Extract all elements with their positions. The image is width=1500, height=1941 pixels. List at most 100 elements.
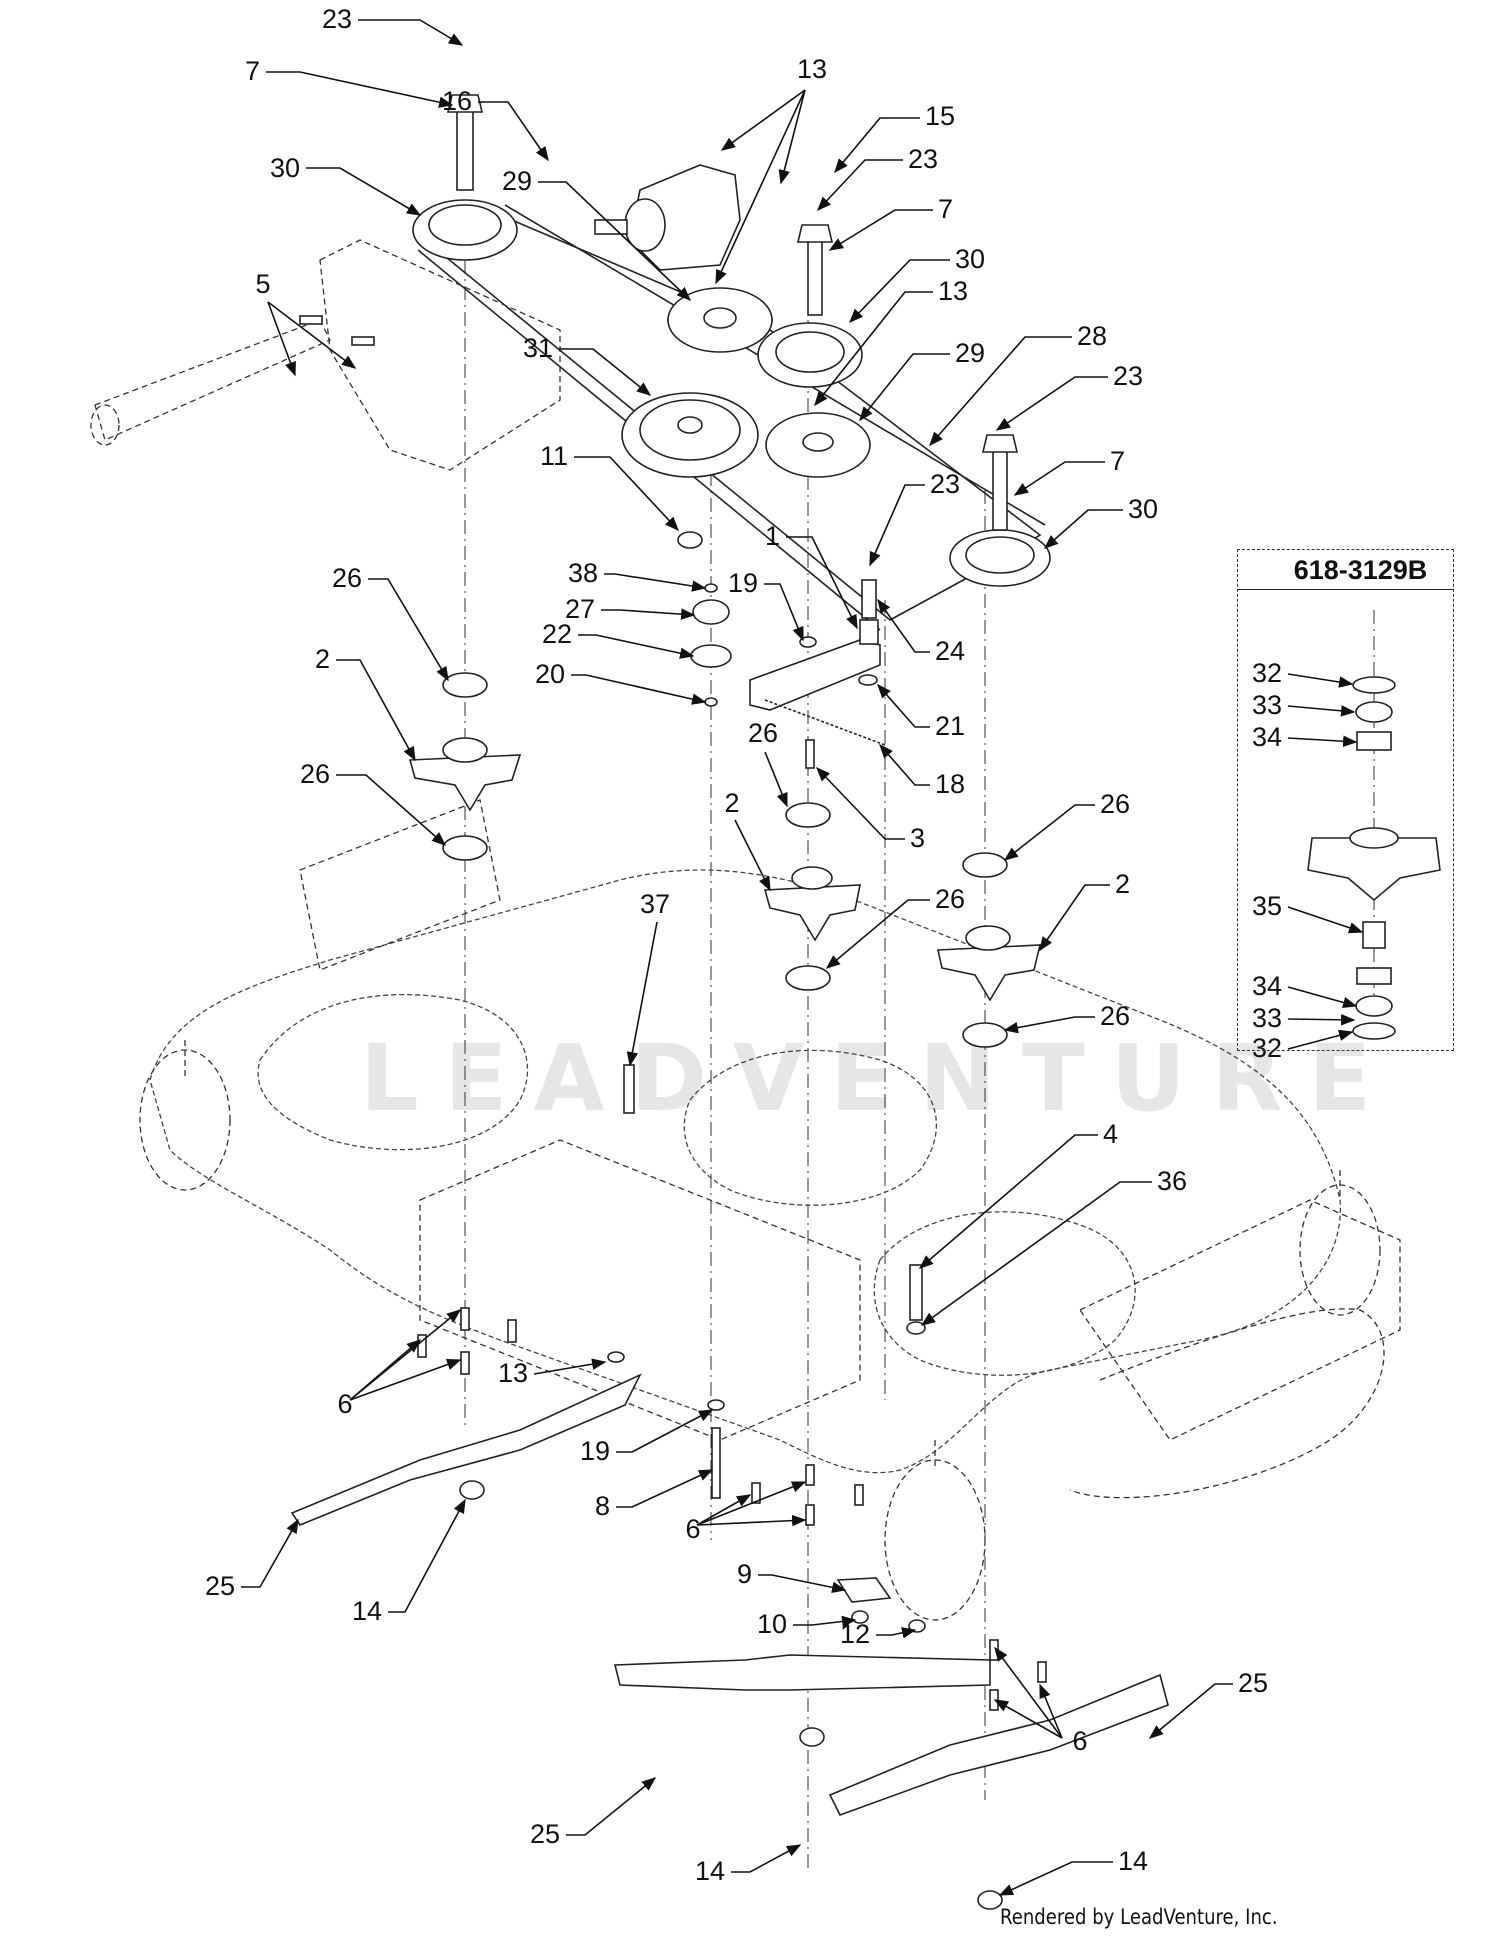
watermark-text: LEADVENTURE [360, 1025, 1397, 1132]
leader-line [918, 1134, 1098, 1269]
spindle-center [763, 884, 861, 942]
callout-14: 14 [352, 1498, 466, 1626]
mower-deck [139, 260, 1401, 1870]
washer-19-bottom [707, 1399, 725, 1411]
callout-24: 24 [877, 598, 965, 666]
callout-number: 24 [935, 636, 965, 666]
leader-line [478, 101, 549, 162]
leader-line [578, 634, 695, 659]
leader-line [825, 899, 930, 969]
bolt-6g [805, 1504, 815, 1526]
blade-left [290, 1373, 642, 1526]
callout-1: 1 [765, 521, 858, 630]
washer-22 [690, 644, 732, 668]
callout-2: 2 [724, 788, 771, 892]
bolt-6b [460, 1307, 470, 1331]
callout-37: 37 [626, 889, 670, 1067]
inset-leader-line [1287, 906, 1364, 934]
leader-line [349, 1359, 462, 1401]
driveshaft [94, 319, 331, 441]
callout-number: 31 [523, 333, 553, 363]
callout-25: 25 [1148, 1668, 1268, 1739]
leader-line [879, 743, 930, 786]
leader-line [876, 1627, 917, 1639]
callout-number: 1 [765, 521, 780, 551]
leader-line [994, 1646, 1063, 1739]
callout-number: 26 [300, 759, 330, 789]
washer-38 [704, 583, 718, 593]
inset-callout-number: 34 [1252, 722, 1282, 752]
leader-line [696, 1494, 752, 1526]
callout-number: 2 [315, 644, 330, 674]
inset-leader-line [1287, 735, 1358, 747]
leader-line [616, 1409, 714, 1453]
callout-number: 6 [1072, 1726, 1087, 1756]
leader-line [995, 376, 1108, 431]
callout-15: 15 [834, 101, 955, 174]
leader-line [616, 1469, 714, 1508]
leader-line [626, 921, 658, 1067]
leader-line [758, 1574, 847, 1594]
inset-leader-line [1287, 705, 1356, 717]
inset-leader-line [1287, 1029, 1354, 1050]
leader-line [604, 573, 707, 592]
washer-21 [858, 674, 878, 686]
callout-13: 13 [498, 1358, 607, 1388]
callout-number: 14 [1118, 1846, 1148, 1876]
callout-number: 13 [498, 1358, 528, 1388]
leader-line [696, 1481, 807, 1526]
bolt-6e [751, 1482, 761, 1504]
leader-line [267, 301, 357, 369]
callout-25: 25 [205, 1518, 299, 1601]
callout-6: 6 [337, 1309, 462, 1419]
callout-number: 25 [205, 1571, 235, 1601]
callout-18: 18 [879, 743, 965, 799]
bolt-7-left [456, 109, 474, 191]
leader-line [720, 89, 806, 151]
leader-line [358, 19, 464, 46]
leader-line [869, 484, 925, 567]
callout-16: 16 [442, 86, 549, 162]
leader-line [266, 71, 454, 108]
plate-9 [836, 1577, 892, 1603]
leader-line [241, 1518, 299, 1588]
callout-number: 8 [595, 1491, 610, 1521]
nut-14-left [459, 1480, 485, 1500]
callout-7: 7 [1013, 446, 1125, 496]
callout-number: 19 [580, 1436, 610, 1466]
bolt-7-middle [807, 239, 823, 316]
callout-38: 38 [568, 558, 707, 592]
bolt-4 [909, 1264, 923, 1321]
callout-number: 14 [352, 1596, 382, 1626]
blade-right [828, 1673, 1169, 1816]
leader-line [998, 1861, 1113, 1896]
nut-14-center [799, 1727, 825, 1747]
callout-number: 19 [728, 568, 758, 598]
callout-number: 6 [337, 1389, 352, 1419]
callout-number: 21 [935, 711, 965, 741]
callout-number: 36 [1157, 1166, 1187, 1196]
leader-line [1003, 804, 1095, 861]
bolt-6d [507, 1319, 517, 1343]
leader-line [834, 117, 920, 174]
spindle-left [408, 754, 522, 812]
leader-line [368, 578, 449, 682]
leader-line [814, 291, 933, 407]
callout-6: 6 [993, 1646, 1088, 1756]
callout-20: 20 [535, 659, 707, 705]
callout-number: 7 [938, 194, 953, 224]
leader-line [696, 1514, 807, 1527]
callout-23: 23 [995, 361, 1143, 431]
callout-number: 37 [640, 889, 670, 919]
callout-19: 19 [580, 1409, 714, 1466]
callout-number: 16 [442, 86, 472, 116]
callout-25: 25 [530, 1777, 657, 1849]
leader-line [559, 348, 652, 396]
callout-26: 26 [825, 884, 965, 969]
callout-23: 23 [322, 4, 464, 46]
callout-number: 27 [565, 594, 595, 624]
callout-number: 25 [530, 1819, 560, 1849]
callout-number: 9 [737, 1559, 752, 1589]
callout-number: 11 [540, 441, 568, 471]
callout-36: 36 [920, 1166, 1187, 1326]
